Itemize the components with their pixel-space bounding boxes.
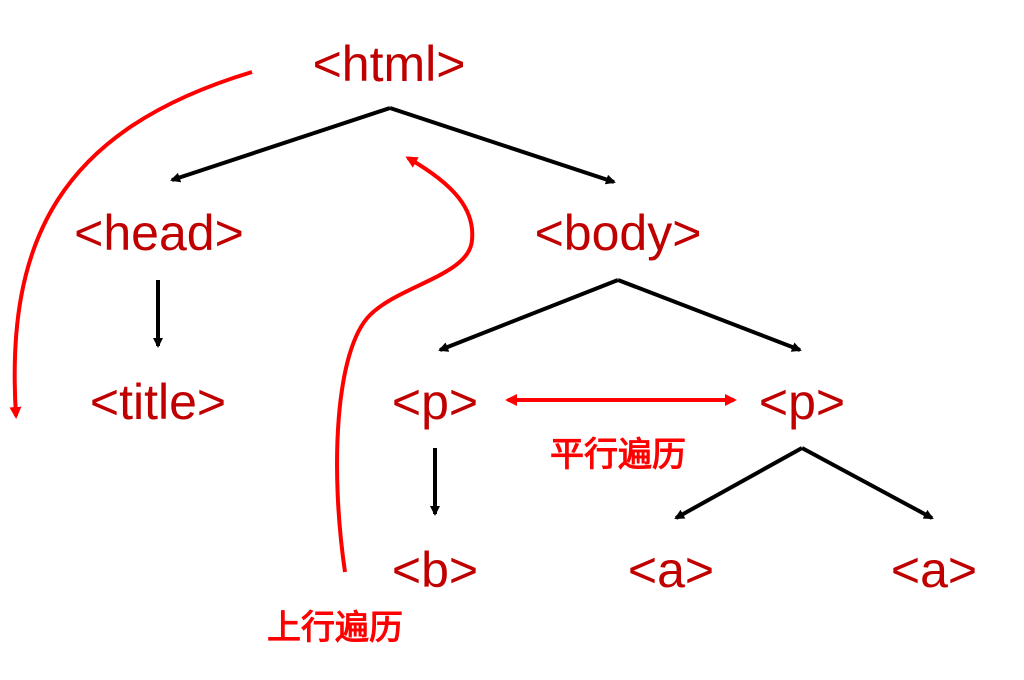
upward-traversal-label: 上行遍历	[267, 608, 403, 648]
edge-html-head	[170, 106, 391, 183]
edge-body-p-left	[438, 278, 619, 352]
sibling-traversal-label: 平行遍历	[550, 435, 686, 475]
node-p-right: <p>	[758, 374, 846, 430]
edge-html-body	[389, 106, 616, 185]
node-html: <html>	[312, 36, 466, 92]
node-body: <body>	[534, 205, 702, 261]
node-head: <head>	[74, 205, 244, 261]
downward-traversal-arrow	[9, 70, 253, 419]
edge-body-p-right	[617, 278, 802, 352]
node-p-left: <p>	[391, 374, 479, 430]
edge-p-right-a-right	[801, 446, 934, 520]
edge-p-right-a-left	[674, 446, 803, 520]
node-b: <b>	[391, 542, 479, 598]
node-title: <title>	[89, 374, 227, 430]
node-a-right: <a>	[890, 542, 978, 598]
upward-traversal-arrow	[335, 156, 475, 573]
node-a-left: <a>	[627, 542, 715, 598]
